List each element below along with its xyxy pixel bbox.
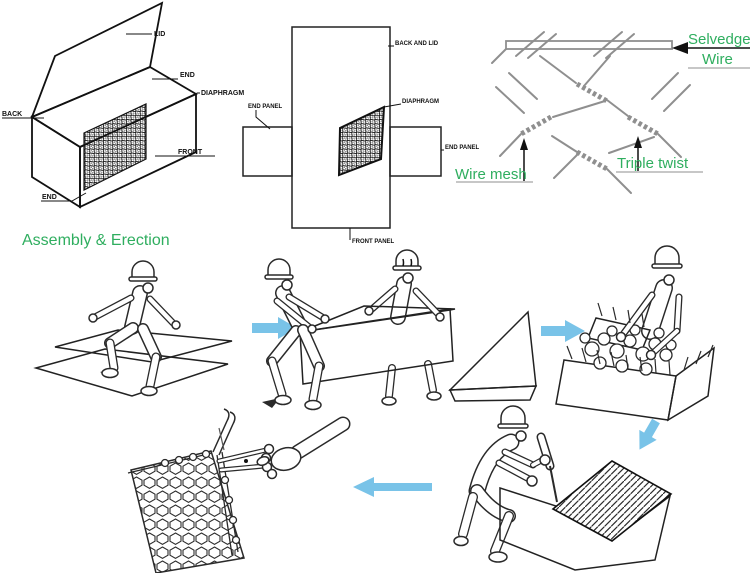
pliers-icon: [216, 447, 269, 473]
label-end-panel-left: END PANEL: [248, 104, 283, 110]
step-close-lid: [453, 405, 673, 571]
blue-arrow-right-icon: [541, 320, 585, 342]
corner-wires: [160, 408, 241, 556]
step-unfold-panels: [33, 260, 233, 397]
label-end-top: END: [180, 72, 195, 79]
step-fill-stones: [555, 245, 715, 422]
label-back: BACK: [2, 111, 22, 118]
hand: [256, 416, 351, 480]
label-lid: LID: [154, 31, 165, 38]
label-back-and-lid: BACK AND LID: [395, 41, 439, 47]
triple-twist-pointer-icon: [616, 136, 703, 173]
blue-arrow-left-icon: [353, 477, 432, 497]
stones: [579, 324, 677, 376]
blue-arrow-right-icon: [252, 317, 297, 339]
gabion-flat-layout-diagram: BACK AND LID END PANEL DIAPHRAGM END PAN…: [242, 26, 480, 245]
hard-hat-icon: [128, 260, 158, 282]
label-front: FRONT: [178, 149, 203, 156]
label-wire-mesh: Wire mesh: [455, 166, 527, 183]
hard-hat-icon: [264, 258, 294, 280]
step-lace-edges: [127, 408, 351, 573]
step-erect-box: [262, 249, 456, 411]
label-triple-twist: Triple twist: [617, 155, 689, 172]
label-end-bottom: END: [42, 194, 57, 201]
wire-mesh-pointer-icon: [456, 138, 533, 183]
assembly-heading: Assembly & Erection: [22, 232, 170, 249]
folded-wedge-panel: [448, 310, 538, 402]
blue-arrow-down-left-icon: [639, 418, 660, 450]
hard-hat-icon: [651, 245, 683, 269]
gabion-box-3d-diagram: LID END DIAPHRAGM BACK FRONT END: [2, 1, 244, 209]
label-diaphragm-flat: DIAPHRAGM: [402, 99, 439, 105]
label-end-panel-right: END PANEL: [445, 145, 480, 151]
label-front-panel: FRONT PANEL: [352, 239, 395, 245]
selvedge-arrow-icon: [672, 42, 750, 54]
wire-mesh-detail-diagram: Selvedge Wire Wire mesh Triple twist: [455, 31, 750, 194]
wire-spikes: [566, 302, 714, 376]
label-selvedge: Selvedge: [688, 31, 750, 48]
hard-hat-icon: [497, 405, 529, 429]
hard-hat-icon: [392, 249, 422, 271]
label-selvedge-wire: Wire: [702, 51, 733, 68]
label-diaphragm: DIAPHRAGM: [201, 90, 244, 97]
